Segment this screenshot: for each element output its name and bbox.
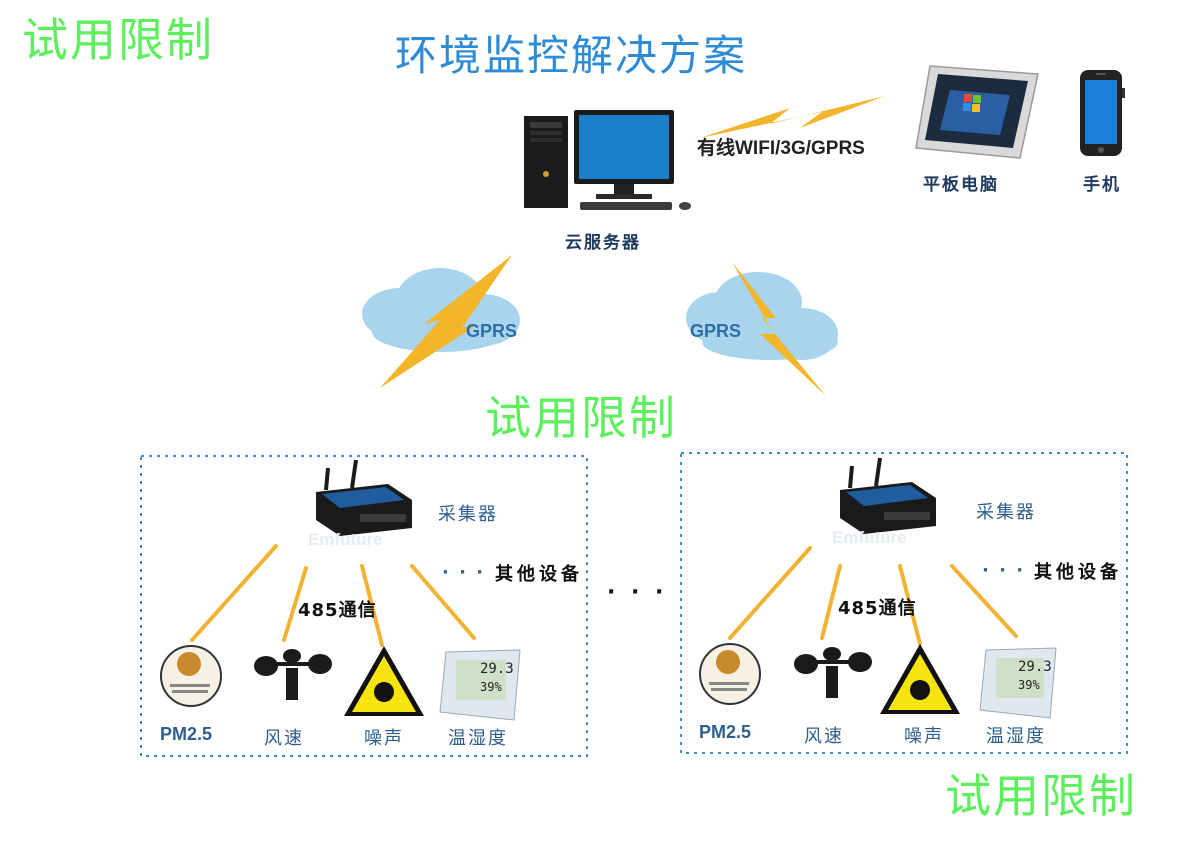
brand-left: Emfuture: [308, 530, 383, 549]
brand-right: Emfuture: [832, 528, 907, 547]
wires-right: [728, 546, 1018, 646]
pm25-sensor-left-icon: [160, 645, 222, 707]
phone-label: 手机: [1083, 175, 1121, 195]
device-pm25-right: PM2.5: [699, 722, 752, 742]
other-devices-right: 其他设备: [1034, 562, 1122, 583]
display-temp-right: 29.3: [1018, 659, 1052, 675]
group-box-right: [680, 452, 1128, 754]
thermometer-left-icon: [439, 649, 521, 721]
display-hum-left: 39%: [480, 680, 502, 694]
device-noise-left: 噪声: [364, 728, 404, 749]
pm25-sensor-right-icon: [699, 643, 761, 705]
dots-left: · · ·: [442, 562, 486, 583]
gprs-label-right: GPRS: [690, 321, 742, 341]
between-groups-dots: · · ·: [607, 580, 668, 605]
device-wind-right: 风速: [804, 726, 844, 747]
lightning-bolt-right: [732, 262, 826, 396]
noise-warning-left-icon: [344, 646, 424, 716]
bus-label-left: 485通信: [298, 600, 377, 621]
device-temp-hum-right: 温湿度: [986, 726, 1046, 747]
display-hum-right: 39%: [1018, 678, 1040, 692]
page-title: 环境监控解决方案: [395, 31, 748, 80]
collector-left-icon: [316, 459, 412, 536]
device-temp-hum-left: 温湿度: [448, 728, 508, 749]
collector-label-left: 采集器: [438, 504, 498, 525]
anemometer-right-icon: [794, 647, 872, 698]
lightning-bolt-top: [700, 96, 885, 138]
dots-right: · · ·: [982, 560, 1026, 581]
thermometer-right-icon: [979, 647, 1057, 719]
gprs-label-left: GPRS: [466, 321, 518, 341]
wires-left: [190, 544, 476, 647]
collector-right-icon: [840, 457, 936, 534]
other-devices-left: 其他设备: [495, 564, 583, 585]
server-label: 云服务器: [565, 233, 641, 253]
device-wind-left: 风速: [264, 728, 304, 749]
display-temp-left: 29.3: [480, 661, 514, 677]
collector-label-right: 采集器: [976, 502, 1036, 523]
watermark-top-left: 试用限制: [22, 13, 214, 67]
anemometer-left-icon: [254, 649, 332, 700]
phone-icon: [1080, 70, 1125, 156]
group-box-left: [140, 455, 588, 757]
bus-label-right: 485通信: [838, 598, 917, 619]
link-label: 有线WIFI/3G/GPRS: [697, 138, 865, 159]
device-noise-right: 噪声: [904, 726, 944, 747]
server-computer-icon: [524, 110, 691, 210]
device-pm25-left: PM2.5: [160, 724, 213, 744]
cloud-right-icon: [686, 272, 838, 360]
noise-warning-right-icon: [880, 644, 960, 714]
watermark-bottom-right: 试用限制: [945, 769, 1137, 823]
tablet-label: 平板电脑: [923, 175, 999, 195]
watermark-center: 试用限制: [485, 391, 677, 445]
tablet-icon: [915, 65, 1039, 159]
lightning-bolt-left: [380, 255, 512, 388]
